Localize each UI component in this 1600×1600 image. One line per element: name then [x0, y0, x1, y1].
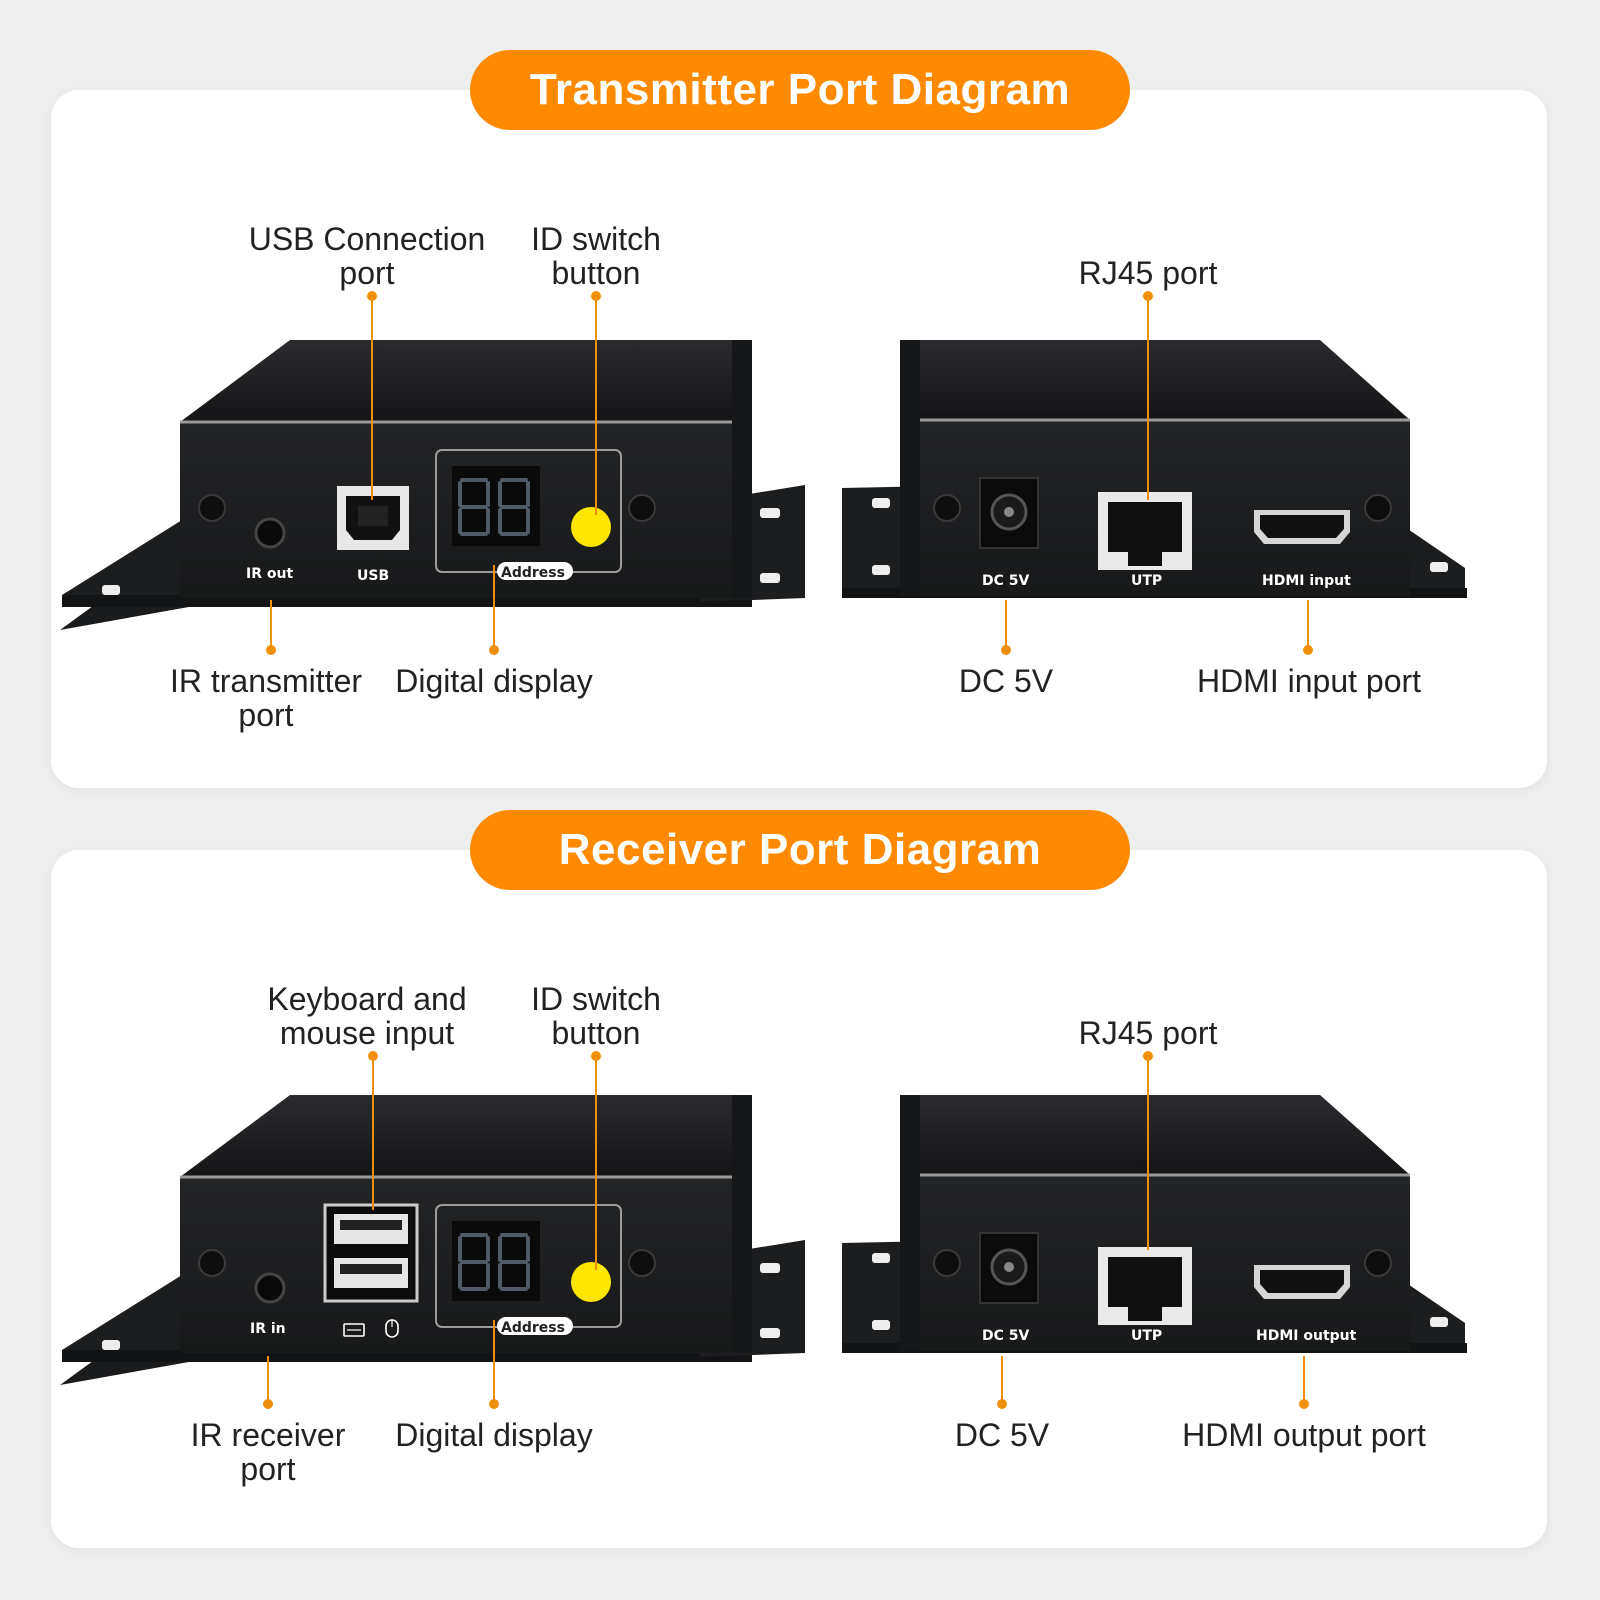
transmitter-title: Transmitter Port Diagram: [470, 50, 1130, 130]
callout-digital-display-rx: Digital display: [395, 1417, 593, 1453]
callout-hdmi-input-port: HDMI input port: [1196, 663, 1422, 699]
callout-ir-receiver-port: IR receiver port: [190, 1417, 346, 1487]
callout-keyboard-mouse-input: Keyboard and mouse input: [267, 981, 467, 1051]
callout-rj45-tx: RJ45 port: [1078, 255, 1218, 291]
callout-ir-transmitter-port: IR transmitter port: [169, 663, 363, 733]
callout-dc-tx: DC 5V: [958, 663, 1054, 699]
callout-hdmi-output-port: HDMI output port: [1182, 1417, 1426, 1453]
callout-id-switch-rx: ID switch button: [531, 981, 661, 1051]
callout-rj45-rx: RJ45 port: [1078, 1015, 1218, 1051]
callout-id-switch-tx: ID switch button: [531, 221, 661, 291]
callout-dc-rx: DC 5V: [954, 1417, 1050, 1453]
receiver-title: Receiver Port Diagram: [470, 810, 1130, 890]
callout-usb-connection-port: USB Connection port: [248, 221, 486, 291]
callout-digital-display-tx: Digital display: [395, 663, 593, 699]
